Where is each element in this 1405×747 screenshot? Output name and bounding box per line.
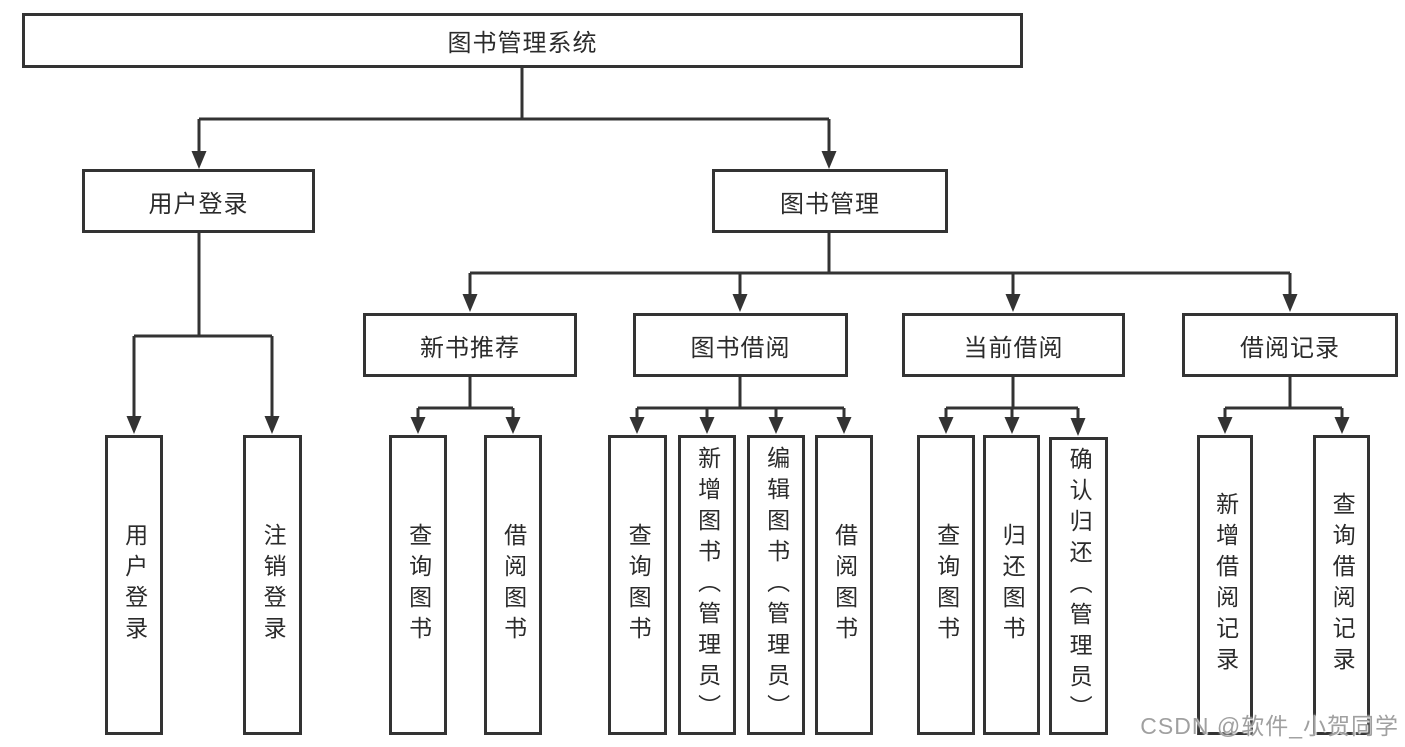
connector-user-login-to-leaves [126,233,280,434]
leaf-borrow-books-recommend: 借阅图书 [484,435,542,735]
node-user-login: 用户登录 [82,169,315,233]
leaf-label: 编辑图书（管理员） [763,445,790,725]
node-book-borrowing: 图书借阅 [633,313,848,377]
leaf-label: 查询借阅记录 [1329,492,1356,678]
leaf-label: 注销登录 [260,523,287,647]
leaf-query-books-recommend: 查询图书 [389,435,447,735]
leaf-label: 用户登录 [121,523,148,647]
leaf-edit-books-admin: 编辑图书（管理员） [747,435,805,735]
node-borrowing-records: 借阅记录 [1182,313,1398,377]
leaf-label: 归还图书 [999,523,1026,647]
connector-current-borrowing-to-leaves [938,377,1086,436]
csdn-watermark: CSDN @软件_小贺同学 [1140,713,1399,739]
leaf-user-login: 用户登录 [105,435,163,735]
leaf-return-books: 归还图书 [983,435,1040,735]
leaf-label: 查询图书 [625,523,652,647]
leaf-add-books-admin: 新增图书（管理员） [678,435,736,735]
node-label: 图书借阅 [690,334,791,362]
node-library-management-system: 图书管理系统 [22,13,1023,68]
node-current-borrowing: 当前借阅 [902,313,1125,377]
leaf-add-borrow-record: 新增借阅记录 [1197,435,1253,735]
connector-book-borrowing-to-leaves [629,377,852,434]
connector-root-to-level2 [191,68,837,169]
leaf-label: 借阅图书 [831,523,858,647]
connector-new-book-recommend-to-leaves [410,377,521,434]
leaf-label: 新增借阅记录 [1212,492,1239,678]
leaf-label: 查询图书 [933,523,960,647]
node-label: 当前借阅 [963,334,1064,362]
leaf-label: 确认归还（管理员） [1066,446,1093,726]
leaf-query-books-borrowing: 查询图书 [608,435,667,735]
leaf-query-books-current: 查询图书 [917,435,975,735]
connector-book-management-to-level3 [462,233,1298,312]
leaf-label: 新增图书（管理员） [694,445,721,725]
node-book-management: 图书管理 [712,169,948,233]
connector-borrowing-records-to-leaves [1217,377,1350,434]
leaf-label: 借阅图书 [500,523,527,647]
leaf-query-borrow-record: 查询借阅记录 [1313,435,1370,735]
leaf-logout-login: 注销登录 [243,435,302,735]
leaf-borrow-books-borrowing: 借阅图书 [815,435,873,735]
node-new-book-recommend: 新书推荐 [363,313,577,377]
node-label: 图书管理系统 [447,30,598,57]
node-label: 新书推荐 [420,334,520,362]
leaf-confirm-return-admin: 确认归还（管理员） [1049,437,1108,735]
node-label: 图书管理 [780,190,880,218]
node-label: 借阅记录 [1240,334,1340,362]
leaf-label: 查询图书 [405,523,432,647]
node-label: 用户登录 [148,190,249,218]
